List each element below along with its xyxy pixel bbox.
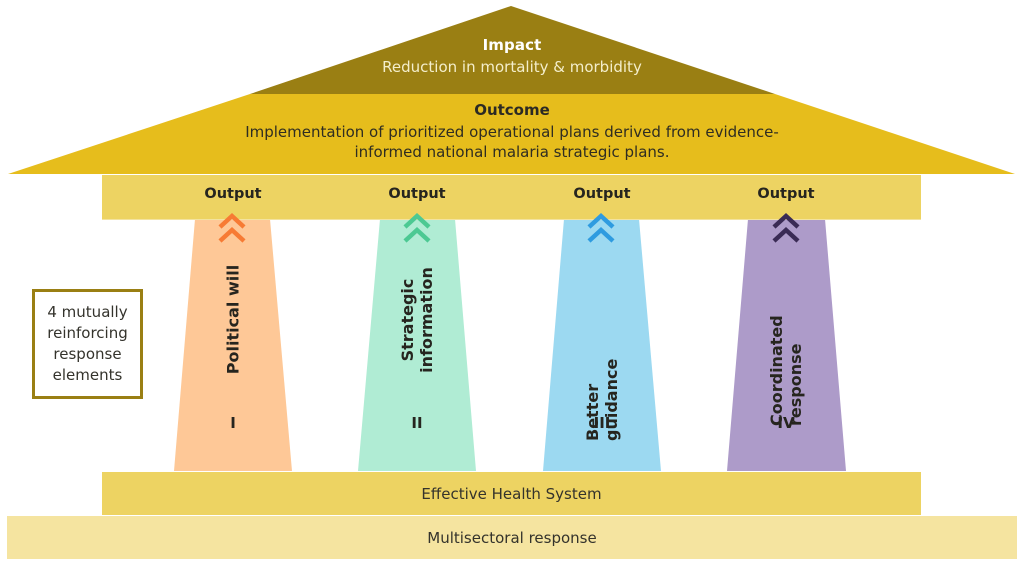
pillar-2-numeral: II <box>411 414 423 432</box>
pillar-2-shape <box>358 219 476 471</box>
side-note-line-3: response <box>53 345 122 363</box>
pillar-3-label-line-2: guidance <box>602 358 621 441</box>
double-chevron-up-icon <box>403 212 431 243</box>
outcome-description: Implementation of prioritized operationa… <box>200 122 824 162</box>
pillar-1-shape <box>174 219 292 471</box>
outcome-roof <box>8 94 1015 174</box>
multisectoral-label: Multisectoral response <box>427 528 597 547</box>
output-label-3: Output <box>573 186 631 202</box>
output-label-2: Output <box>388 186 446 202</box>
pillar-2-label-line-1: Strategic <box>398 278 417 362</box>
pillar-1-label-line-1: Political will <box>223 264 243 375</box>
pillar-4-label: Coordinated response <box>767 224 805 444</box>
side-note-text: 4 mutually reinforcing response elements <box>38 302 138 386</box>
multisectoral-band: Multisectoral response <box>7 516 1017 559</box>
pillar-4-label-line-1: Coordinated <box>767 315 786 426</box>
side-note-box: 4 mutually reinforcing response elements <box>32 289 143 399</box>
pillar-3-label-line-1: Better <box>583 383 602 441</box>
pillar-2-label: Strategic information <box>398 210 436 430</box>
pillar-1-numeral: I <box>230 414 236 432</box>
health-system-band: Effective Health System <box>102 472 921 515</box>
pillar-3-shape <box>543 219 661 471</box>
output-band <box>102 175 921 220</box>
pillar-3-numeral: III <box>593 414 611 432</box>
impact-roof <box>250 6 775 94</box>
output-label-4: Output <box>757 186 815 202</box>
double-chevron-up-icon <box>587 212 615 243</box>
impact-title: Impact <box>482 36 542 54</box>
pillar-4-shape <box>727 219 846 471</box>
outcome-line-1: Implementation of prioritized operationa… <box>245 123 779 141</box>
double-chevron-up-icon <box>218 212 246 243</box>
double-chevron-up-icon <box>772 212 800 243</box>
pillar-2-label-line-2: information <box>417 267 436 373</box>
side-note-line-2: reinforcing <box>47 324 128 342</box>
impact-description: Reduction in mortality & morbidity <box>382 58 642 76</box>
pillar-4-numeral: IV <box>777 414 795 432</box>
outcome-line-2: informed national malaria strategic plan… <box>354 143 670 161</box>
side-note-line-4: elements <box>52 366 123 384</box>
output-label-1: Output <box>204 186 262 202</box>
health-system-label: Effective Health System <box>421 484 602 503</box>
side-note-line-1: 4 mutually <box>47 303 128 321</box>
pillar-1-label: Political will <box>224 210 243 430</box>
outcome-title: Outcome <box>474 101 550 119</box>
pillar-4-label-line-2: response <box>786 343 805 426</box>
